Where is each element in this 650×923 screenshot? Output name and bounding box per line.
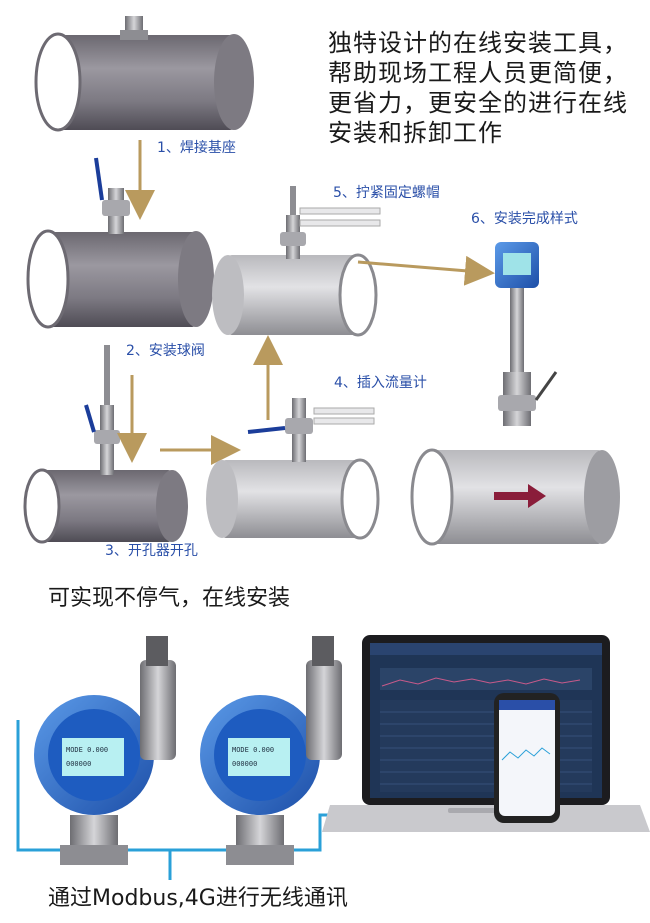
caption-install: 可实现不停气，在线安装 (48, 586, 291, 611)
svg-text:MODE 0.000: MODE 0.000 (66, 746, 108, 754)
flowmeter-icon (495, 242, 558, 426)
svg-text:000000: 000000 (66, 760, 91, 768)
flow-arrow-5 (357, 255, 495, 286)
step-1-label: 1、焊接基座 (157, 140, 236, 156)
svg-text:000000: 000000 (232, 760, 257, 768)
pipe-with-nut-icon (212, 186, 381, 337)
intro-text: 独特设计的在线安装工具， 帮助现场工程人员更简便， 更省力，更安全的进行在线安装… (328, 29, 628, 147)
pipe-with-insertion-icon (206, 398, 380, 540)
flowmeter-icon: MODE 0.000 000000 (34, 636, 176, 865)
step-2-label: 2、安装球阀 (126, 343, 205, 359)
step-3-label: 3、开孔器开孔 (105, 543, 198, 559)
step-4-label: 4、插入流量计 (334, 375, 427, 391)
laptop-icon (322, 635, 650, 832)
svg-text:MODE 0.000: MODE 0.000 (232, 746, 274, 754)
pipe-installed-icon (410, 448, 620, 546)
caption-comm: 通过Modbus,4G进行无线通讯 (48, 886, 348, 911)
smartphone-icon (494, 693, 560, 823)
step-6-label: 6、安装完成样式 (471, 211, 578, 227)
pipe-with-drill-icon (23, 345, 188, 544)
pipe-with-valve-icon (26, 157, 214, 329)
flowmeter-icon: MODE 0.000 000000 (200, 636, 342, 865)
step-5-label: 5、拧紧固定螺帽 (333, 185, 440, 201)
pipe-icon (34, 16, 254, 132)
flow-direction-arrow (494, 484, 546, 508)
